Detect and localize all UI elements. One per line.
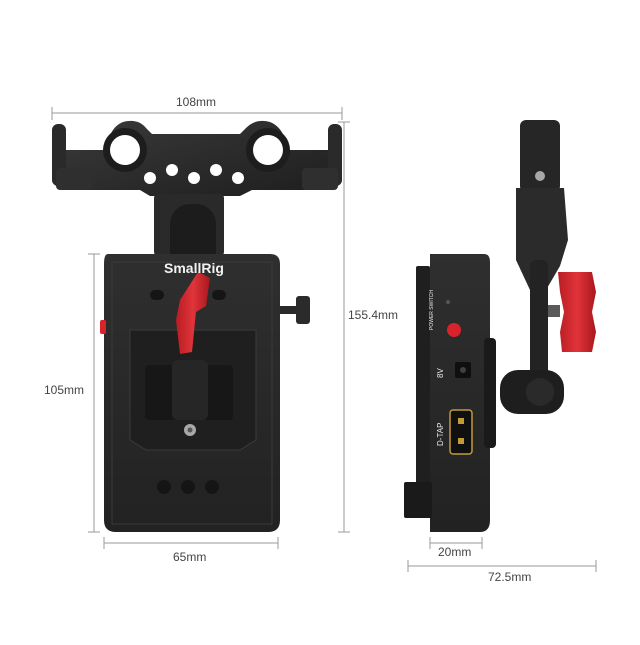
depth-inner-label: 20mm xyxy=(438,545,472,559)
top-width-label: 108mm xyxy=(176,95,217,109)
plate-height-label: 105mm xyxy=(44,383,85,397)
v-mount-plate xyxy=(100,254,310,532)
dimension-lines xyxy=(51,107,597,572)
depth-total-label: 72.5mm xyxy=(488,570,532,584)
side-view xyxy=(404,120,596,532)
total-height-label: 155.4mm xyxy=(348,308,399,322)
red-lever xyxy=(176,272,210,354)
side-body xyxy=(404,254,496,532)
plate-width-label: 65mm xyxy=(173,550,207,564)
side-arm xyxy=(500,120,596,414)
output-8v-label: 8V xyxy=(436,368,445,378)
rod-clamp xyxy=(52,120,342,196)
dtap-label: D-TAP xyxy=(436,422,445,446)
brand-logo: SmallRig xyxy=(164,260,224,276)
power-switch-label: POWER SWITCH xyxy=(429,290,435,330)
front-view xyxy=(52,120,342,532)
